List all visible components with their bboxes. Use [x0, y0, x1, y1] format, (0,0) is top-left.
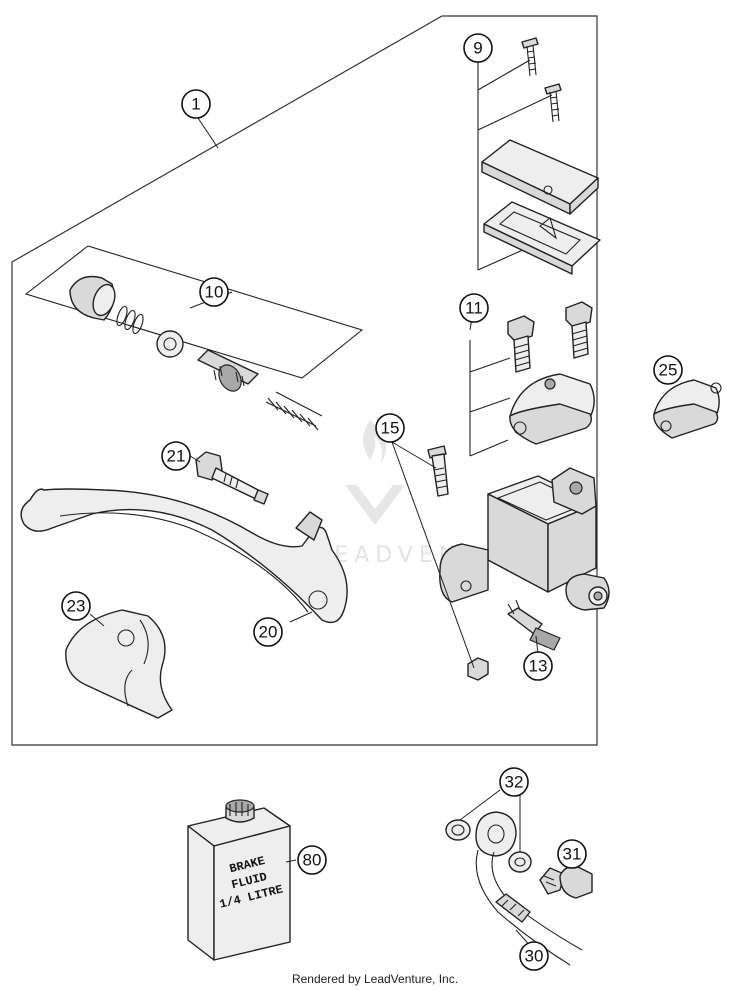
reservoir-gasket: [483, 201, 601, 275]
callout-80-label: 80: [303, 851, 322, 870]
callout-30-label: 30: [525, 947, 544, 966]
lid-group-bracket: [477, 56, 553, 271]
callout-10-label: 10: [205, 283, 224, 302]
brake-hose-assembly: [445, 811, 593, 966]
piston-kit: [69, 275, 323, 431]
lid-screws: [521, 37, 562, 123]
callout-32: 32: [499, 767, 529, 797]
brake-lever: [20, 488, 348, 624]
lever-protector: [65, 609, 173, 719]
adjuster-pin: [427, 445, 449, 497]
callout-9: 9: [463, 33, 493, 63]
callout-1-label: 1: [191, 95, 200, 114]
leader-lines: [89, 56, 575, 951]
callout-11-label: 11: [465, 299, 483, 318]
footer-credit: Rendered by LeadVenture, Inc.: [291, 972, 459, 986]
callout-20: 20: [253, 617, 283, 647]
callout-15: 15: [375, 413, 405, 443]
handlebar-clamp: [509, 373, 595, 445]
callout-10: 10: [199, 277, 229, 307]
lock-nut: [467, 657, 489, 681]
watermark-logo: [363, 420, 387, 464]
spare-clamp: [653, 379, 722, 439]
brake-fluid-can: BRAKE FLUID 1/4 LITRE: [187, 799, 291, 961]
callout-13: 13: [523, 651, 553, 681]
callout-80: 80: [297, 845, 327, 875]
callout-31-label: 31: [563, 845, 582, 864]
callout-21: 21: [161, 441, 191, 471]
callout-23: 23: [61, 591, 91, 621]
callout-31: 31: [557, 839, 587, 869]
piston-kit-outline: [24, 245, 364, 379]
bleed-screw: [195, 451, 269, 505]
watermark-v-mark: [345, 485, 405, 525]
callout-1: 1: [181, 89, 211, 119]
brake-light-switch: [507, 599, 561, 651]
clamp-bolts: [507, 301, 593, 373]
clamp-group-bracket: [469, 340, 511, 457]
callout-15-label: 15: [381, 419, 400, 438]
assembly-outline: [11, 15, 598, 746]
callout-23-label: 23: [67, 597, 86, 616]
callout-9-label: 9: [473, 39, 482, 58]
callout-13-label: 13: [529, 657, 548, 676]
master-cylinder-body: [439, 467, 610, 611]
callout-11: 11: [459, 293, 489, 323]
callout-25-label: 25: [659, 361, 678, 380]
callout-21-label: 21: [167, 447, 186, 466]
callout-25: 25: [653, 355, 683, 385]
reservoir-cover: [481, 139, 599, 215]
callout-32-label: 32: [505, 773, 524, 792]
callout-30: 30: [519, 941, 549, 971]
callout-20-label: 20: [259, 623, 278, 642]
